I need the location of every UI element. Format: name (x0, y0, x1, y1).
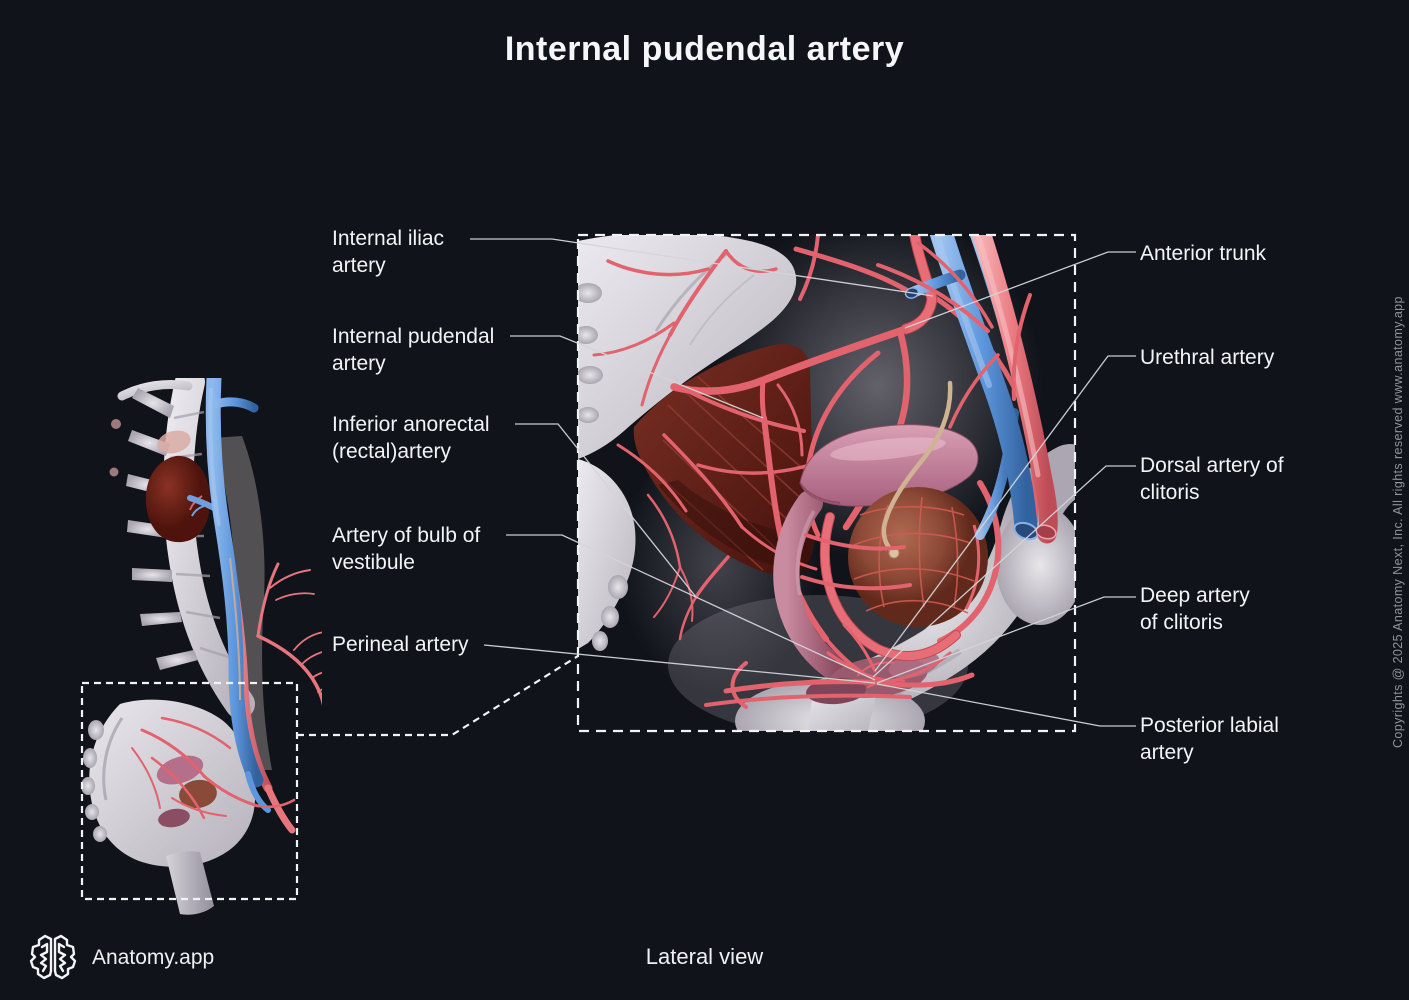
zoom-connector-line (297, 655, 579, 737)
page-title: Internal pudendal artery (504, 30, 905, 68)
view-caption: Lateral view (645, 944, 764, 969)
main-figure (578, 235, 1075, 731)
label-perineal-artery: Perineal artery (332, 633, 469, 656)
copyright-text: Copyrights @ 2025 Anatomy Next, Inc. All… (1391, 296, 1405, 748)
brain-icon (29, 934, 77, 980)
brand-name: Anatomy.app (92, 946, 215, 969)
label-posterior-labial-artery: Posterior labial artery (1140, 714, 1279, 764)
bladder (848, 487, 988, 627)
label-urethral-artery: Urethral artery (1140, 346, 1275, 369)
kidney (145, 455, 211, 543)
label-anterior-trunk: Anterior trunk (1140, 242, 1267, 265)
label-internal-pudendal-artery: Internal pudendal artery (332, 325, 495, 375)
adrenal-gland (157, 430, 191, 454)
label-deep-artery-of-clitoris: Deep artery of clitoris (1140, 584, 1250, 634)
brand-logo (28, 933, 78, 985)
label-artery-of-bulb-of-vestibule: Artery of bulb of vestibule (332, 524, 481, 574)
label-inferior-anorectal-artery: Inferior anorectal (rectal)artery (332, 413, 490, 463)
label-dorsal-artery-of-clitoris: Dorsal artery of clitoris (1140, 454, 1284, 504)
label-internal-iliac-artery: Internal iliac artery (332, 227, 445, 277)
overview-figure (81, 378, 322, 915)
